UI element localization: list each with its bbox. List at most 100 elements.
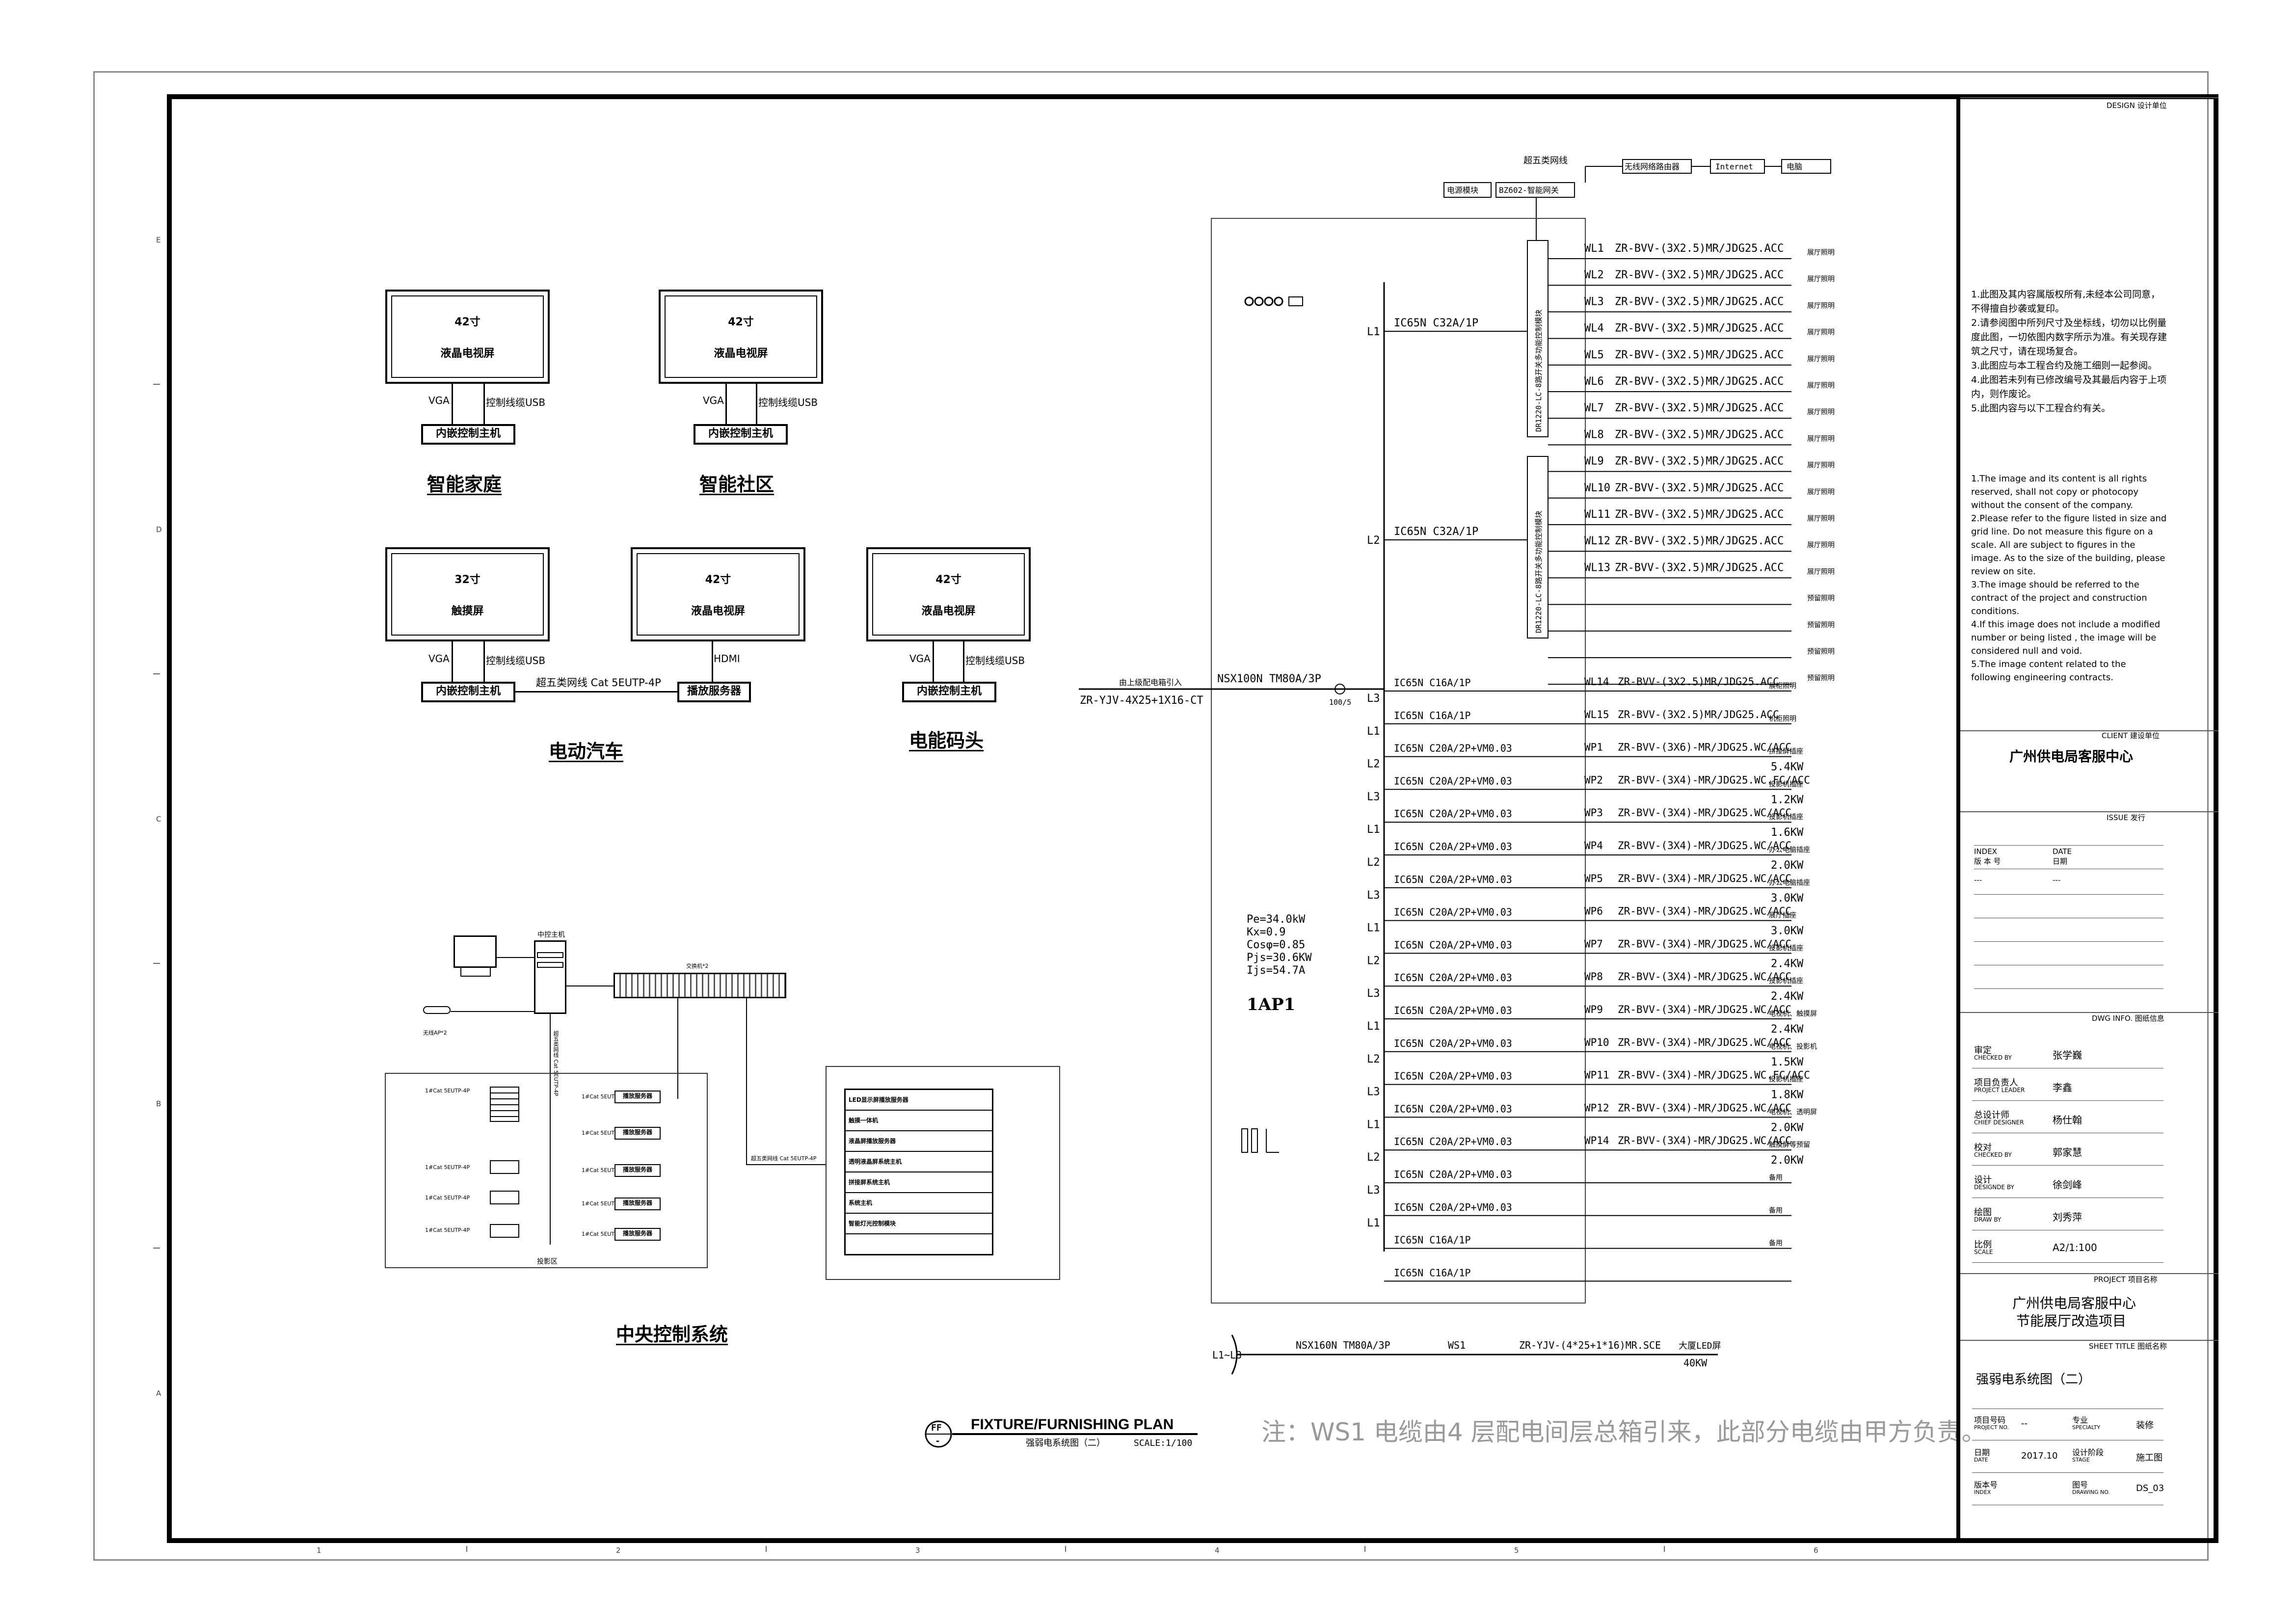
embedded-host-5: 内嵌控制主机 [902, 682, 996, 702]
phase-label: L3 [1367, 1086, 1380, 1098]
date-cn: 日期 [2053, 857, 2068, 866]
circuit-kw: 2.4KW [1771, 990, 1804, 1003]
circuit-kw: 3.0KW [1771, 925, 1804, 937]
circuit-use: 投影机插座 [1769, 944, 1803, 952]
network-switch [614, 973, 786, 998]
embedded-host-3: 内嵌控制主机 [421, 682, 515, 702]
client-name: 广州供电局客服中心 [2009, 748, 2134, 765]
ap-icon [423, 1006, 451, 1014]
circuit-cable: ZR-BVV-(3X2.5)MR/JDG25.ACC [1615, 295, 1784, 308]
circuit-id: WL6 [1584, 375, 1604, 388]
grid-number-6: 6 [1814, 1546, 1818, 1555]
param-pe: Pe=34.0kW [1247, 913, 1306, 926]
ap-label: 无线AP*2 [423, 1030, 447, 1036]
circuit-use: 展厅照明 [1807, 408, 1835, 416]
port-hdmi-label: HDMI [714, 653, 740, 665]
switch-label: 交换机*2 [686, 963, 709, 969]
circuit-cable: ZR-BVV-(3X2.5)MR/JDG25.ACC [1615, 455, 1784, 468]
phase-label: L1 [1367, 326, 1380, 338]
circuit-use: 展厅照明 [1807, 302, 1835, 310]
grid-letter-e: E [156, 236, 161, 244]
central-host-label: 中控主机 [537, 931, 565, 939]
circuit-use: 展厅照明 [1807, 568, 1835, 576]
circuit-id: WL9 [1584, 455, 1604, 468]
breaker-label: IC65N C16A/1P [1394, 677, 1471, 689]
role-name: A2/1:100 [2053, 1242, 2097, 1253]
meta-value: 2017.10 [2021, 1451, 2058, 1461]
meta-cn: 设计阶段 [2072, 1448, 2104, 1457]
circuit-id: WL7 [1584, 402, 1604, 414]
phase-label: L1 [1367, 725, 1380, 738]
circuit-cable: ZR-BVV-(3X4)-MR/JDG25.WC/ACC [1618, 873, 1791, 884]
incoming-main-breaker: NSX100N TM80A/3P [1217, 673, 1321, 685]
circuit-kw: 3.0KW [1771, 892, 1804, 905]
note-cn-2: 2.请参阅图中所列尺寸及坐标线，切勿以比例量度此图，一切依图内数字所示为准。有关… [1971, 318, 2167, 357]
server-box: 播放服务器 [614, 1228, 661, 1241]
phase-label: L1 [1367, 1217, 1380, 1229]
meta-en: SPECIALTY [2072, 1424, 2101, 1431]
pc-label: 电脑 [1787, 162, 1802, 171]
system-list-box [826, 1066, 1060, 1280]
circuit-cable: ZR-BVV-(3X2.5)MR/JDG25.ACC [1615, 375, 1784, 388]
meta-en: DATE [1974, 1457, 1988, 1463]
port-vga-label: VGA [703, 395, 724, 406]
meta-en: PROJECT NO. [1974, 1424, 2009, 1431]
phase-label: L3 [1367, 791, 1380, 803]
breaker-label: IC65N C20A/2P+VM0.03 [1394, 906, 1512, 918]
circuit-use: 办公电脑插座 [1769, 846, 1810, 854]
circuit-id: WL1 [1584, 242, 1604, 255]
port-vga-label: VGA [428, 395, 450, 406]
grid-letter-b: B [156, 1099, 161, 1108]
date-en: DATE [2053, 847, 2072, 856]
breaker-label: IC65N C20A/2P+VM0.03 [1394, 841, 1512, 852]
circuit-id: WP14 [1584, 1135, 1609, 1146]
param-pjs: Pjs=30.6KW [1247, 952, 1312, 964]
role-cn: 设计 [1974, 1175, 1992, 1185]
tv-32-touchscreen: 32寸触摸屏 [385, 547, 550, 641]
note-en-5: 5.The image content related to the follo… [1971, 659, 2126, 683]
projection-zone [385, 1073, 708, 1268]
tv-type-label: 液晶电视屏 [714, 347, 768, 360]
breaker-label: IC65N C20A/2P+VM0.03 [1394, 1005, 1512, 1016]
index-value: --- [1974, 876, 1982, 884]
port-usb-label: 控制线缆USB [486, 397, 546, 408]
circuit-cable: ZR-BVV-(3X4)-MR/JDG25.WC/ACC [1618, 971, 1791, 983]
circuit-use: 投影机插座 [1769, 813, 1803, 821]
circuit-cable: ZR-BVV-(3X4)-MR/JDG25.WC/ACC [1618, 1102, 1791, 1114]
circuit-id: WP1 [1584, 742, 1603, 753]
caption-smart-home: 智能家庭 [427, 474, 502, 495]
circuit-kw: 1.2KW [1771, 794, 1804, 806]
circuit-kw: 1.8KW [1771, 1089, 1804, 1101]
phase-label: L2 [1367, 1053, 1380, 1065]
notes-cn: 1.此图及其内容属版权所有,未经本公司同意，不得擅自抄袭或复印。 2.请参阅图中… [1971, 288, 2167, 416]
phase-label: L2 [1367, 758, 1380, 771]
power-module-label: 电源模块 [1447, 186, 1478, 195]
router-label: 无线网络路由器 [1625, 162, 1680, 171]
tv-type-label: 液晶电视屏 [921, 605, 976, 617]
role-name: 郭家慧 [2053, 1146, 2082, 1158]
circuit-use: 展厅照明 [1807, 488, 1835, 496]
grid-number-4: 4 [1215, 1546, 1220, 1555]
phase-label: L1 [1367, 1118, 1380, 1131]
control-module-2: DR1220-LC-8路开关多功能控制模块 [1534, 511, 1543, 633]
tv-42-smart-home: 42寸液晶电视屏 [385, 290, 550, 384]
phase-label: L2 [1367, 856, 1380, 869]
role-cn: 审定 [1974, 1045, 1992, 1056]
phase-label: L3 [1367, 889, 1380, 902]
circuit-use: 展厅照明 [1807, 329, 1835, 337]
role-en: CHIEF DESIGNER [1974, 1119, 2024, 1126]
role-name: 徐剑峰 [2053, 1179, 2082, 1191]
embedded-host-1: 内嵌控制主机 [421, 424, 515, 445]
sub-cable-label: 1#Cat 5EUTP-4P [425, 1195, 470, 1201]
phase-label: L1 [1367, 922, 1380, 934]
meter-icon [1244, 296, 1303, 306]
meta-en: INDEX [1974, 1489, 1991, 1495]
playback-server: 播放服务器 [677, 682, 751, 702]
note-en-1: 1.The image and its content is all right… [1971, 474, 2147, 510]
circuit-id: WL3 [1584, 295, 1604, 308]
role-en: PROJECT LEADER [1974, 1087, 2025, 1093]
circuit-kw: 1.6KW [1771, 826, 1804, 839]
circuit-id: WP8 [1584, 971, 1603, 983]
date-value: --- [2053, 876, 2061, 884]
plan-symbol-bottom: - [935, 1436, 940, 1446]
